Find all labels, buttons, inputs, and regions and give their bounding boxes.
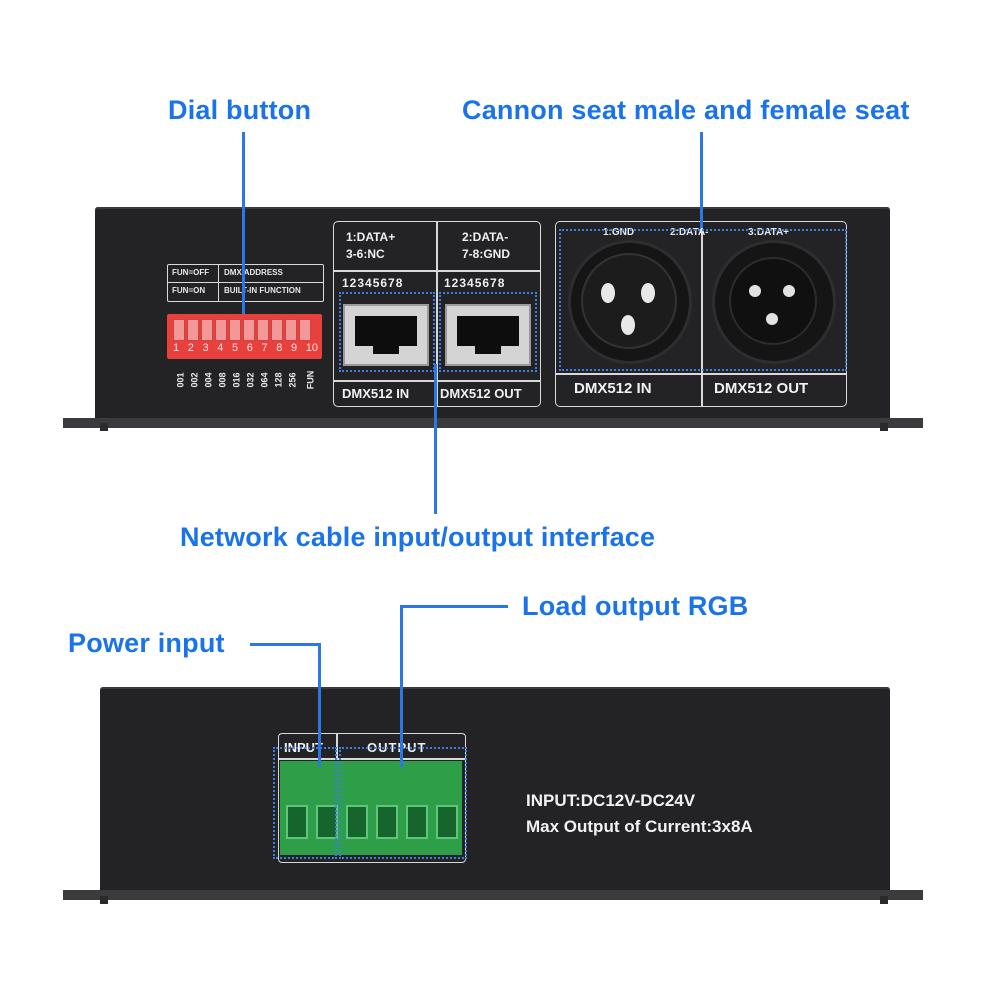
- load-output-callout: Load output RGB: [522, 591, 749, 621]
- terminal-block: [280, 761, 462, 855]
- cannon-seat-callout: Cannon seat male and female seat: [462, 95, 910, 125]
- spec-max-current: Max Output of Current:3x8A: [526, 817, 753, 836]
- bottom-mount-flange: [63, 890, 923, 900]
- top-foot: [880, 423, 888, 431]
- dip-value: 001: [175, 372, 186, 388]
- dip-header-table: FUN=OFF DMX ADDRESS FUN=ON BUILT-IN FUNC…: [167, 264, 324, 302]
- rj45-in-port[interactable]: [343, 304, 429, 366]
- rj-in-pin-numbers: 12345678: [342, 276, 404, 290]
- dip-toggle[interactable]: [285, 319, 297, 341]
- rj-out-highlight: [439, 292, 537, 372]
- dip-toggle[interactable]: [271, 319, 283, 341]
- dip-value: 008: [217, 372, 228, 388]
- load-output-leader-h: [400, 605, 508, 608]
- dip-value-row: 001 002 004 008 016 032 064 128 256 FUN: [173, 365, 323, 393]
- dip-toggle[interactable]: [201, 319, 213, 341]
- screw-terminal[interactable]: [286, 805, 308, 839]
- dip-number: 2: [187, 342, 194, 354]
- dip-switch[interactable]: 1 2 3 4 5 6 7 8 9 10: [167, 314, 322, 359]
- screw-terminal[interactable]: [406, 805, 428, 839]
- rj45-frame: 1:DATA+ 3-6:NC 2:DATA- 7-8:GND 12345678 …: [333, 221, 541, 407]
- screw-terminal[interactable]: [376, 805, 398, 839]
- dip-number: 1: [173, 342, 180, 354]
- rj-in-header-line2: 3-6:NC: [346, 247, 385, 261]
- xlr-out-label: DMX512 OUT: [714, 380, 809, 397]
- dip-toggle[interactable]: [187, 319, 199, 341]
- dmx-address-label: DMX ADDRESS: [224, 268, 283, 277]
- dip-value: 256: [287, 372, 298, 388]
- dip-number: 9: [291, 342, 298, 354]
- fun-on-label: FUN=ON: [172, 286, 206, 295]
- top-mount-flange: [63, 418, 923, 428]
- xlr-pin-data-minus: 2:DATA-: [670, 227, 709, 238]
- dip-number: 5: [232, 342, 239, 354]
- screw-terminal[interactable]: [346, 805, 368, 839]
- builtin-function-label: BUILT-IN FUNCTION: [224, 286, 301, 295]
- dip-toggle[interactable]: [243, 319, 255, 341]
- controller-end-panel-top: FUN=OFF DMX ADDRESS FUN=ON BUILT-IN FUNC…: [95, 207, 890, 422]
- xlr-in-label: DMX512 IN: [574, 380, 652, 397]
- power-input-highlight: [273, 747, 337, 859]
- load-output-highlight: [339, 747, 467, 859]
- dip-number: 4: [217, 342, 224, 354]
- load-output-leader-v: [400, 605, 403, 767]
- dip-number: 3: [202, 342, 209, 354]
- dip-number: 7: [261, 342, 268, 354]
- bottom-foot: [100, 896, 108, 904]
- screw-terminal[interactable]: [316, 805, 338, 839]
- dip-value: FUN: [305, 370, 316, 390]
- dip-toggle[interactable]: [299, 319, 311, 341]
- dip-value: 016: [231, 372, 242, 388]
- dip-value: 004: [203, 372, 214, 388]
- xlr-pin-gnd: 1:GND: [603, 227, 635, 238]
- spec-input-voltage: INPUT:DC12V-DC24V: [526, 791, 696, 810]
- power-input-leader-h: [250, 643, 320, 646]
- dip-number-row: 1 2 3 4 5 6 7 8 9 10: [173, 342, 318, 356]
- dip-toggle[interactable]: [215, 319, 227, 341]
- rj-in-label: DMX512 IN: [342, 386, 410, 401]
- xlr-frame: 1:GND 2:DATA- 3:DATA+ DMX512 IN DMX512 O…: [555, 221, 847, 407]
- network-cable-callout: Network cable input/output interface: [180, 522, 656, 552]
- rj-in-highlight: [339, 292, 435, 372]
- dip-toggle[interactable]: [173, 319, 185, 341]
- dip-value: 002: [189, 372, 200, 388]
- dial-button-callout: Dial button: [168, 95, 312, 125]
- top-foot: [100, 423, 108, 431]
- fun-off-label: FUN=OFF: [172, 268, 210, 277]
- cannon-seat-leader: [700, 132, 703, 228]
- rj45-out-port[interactable]: [445, 304, 531, 366]
- rj-out-header-line1: 2:DATA-: [462, 230, 509, 244]
- rj-out-header-line2: 7-8:GND: [462, 247, 511, 261]
- controller-end-panel-bottom: INPUT OUTPUT INPUT:DC12V-DC24V Max Outpu…: [100, 687, 890, 892]
- dip-number: 10: [305, 342, 318, 354]
- xlr-female-connector[interactable]: [712, 240, 836, 364]
- xlr-highlight: [559, 229, 847, 371]
- power-input-callout: Power input: [68, 628, 225, 658]
- power-input-leader-v: [318, 643, 321, 767]
- dip-toggle[interactable]: [257, 319, 269, 341]
- dial-button-leader: [242, 132, 245, 314]
- bottom-foot: [880, 896, 888, 904]
- xlr-male-connector[interactable]: [568, 240, 692, 364]
- screw-terminal[interactable]: [436, 805, 458, 839]
- rj-out-label: DMX512 OUT: [440, 386, 522, 401]
- dip-value: 032: [245, 372, 256, 388]
- dip-toggle[interactable]: [229, 319, 241, 341]
- network-cable-leader: [434, 364, 437, 514]
- rj-out-pin-numbers: 12345678: [444, 276, 506, 290]
- rj-in-header-line1: 1:DATA+: [346, 230, 396, 244]
- dip-number: 8: [276, 342, 283, 354]
- dip-value: 064: [259, 372, 270, 388]
- dip-number: 6: [246, 342, 253, 354]
- dip-value: 128: [273, 372, 284, 388]
- xlr-pin-data-plus: 3:DATA+: [748, 227, 790, 238]
